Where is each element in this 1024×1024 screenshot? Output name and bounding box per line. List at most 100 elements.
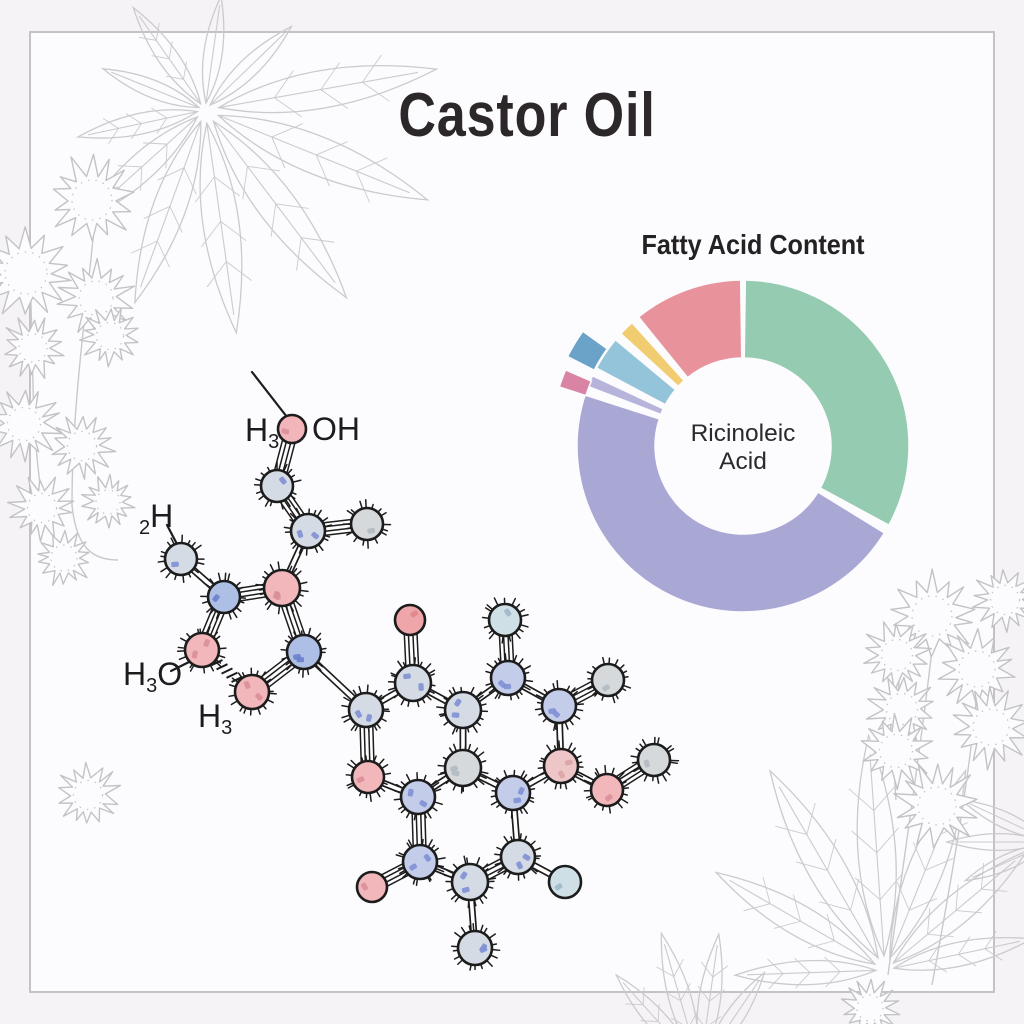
- leaf-midvein: [218, 114, 410, 194]
- atom-hair: [612, 695, 616, 704]
- atom-hair: [633, 767, 640, 773]
- atom-highlight: [450, 765, 459, 772]
- atom-hair: [412, 878, 416, 885]
- atom-hair: [553, 745, 557, 750]
- atom-hair: [289, 565, 293, 572]
- leaf-midvein: [87, 111, 198, 136]
- atom-highlight: [281, 428, 290, 435]
- atom-hair: [369, 793, 372, 803]
- atom-hair: [352, 689, 358, 696]
- atom-highlight: [255, 693, 263, 701]
- atom-hair: [287, 468, 293, 475]
- seed-pod-texture: [72, 779, 104, 811]
- atom-hair: [477, 778, 485, 785]
- atom-hair: [160, 550, 166, 554]
- atom-hair: [346, 509, 354, 516]
- seed-pod-texture: [66, 430, 98, 462]
- leaf-vein: [315, 154, 330, 187]
- atom-hair: [479, 774, 487, 780]
- atom-hair: [476, 857, 481, 866]
- atom-hair: [267, 699, 274, 704]
- atom-hair: [526, 776, 534, 783]
- seed-pod-texture: [958, 650, 996, 688]
- leaf-vein: [168, 41, 173, 59]
- leaf-vein: [984, 948, 1003, 961]
- leaf-vein: [201, 221, 222, 248]
- atom-hair: [243, 708, 247, 714]
- leaf-vein: [873, 785, 896, 811]
- atom-highlight: [516, 861, 523, 870]
- leaf-midvein: [968, 802, 1024, 830]
- seed-pod-illustration: [952, 686, 1024, 771]
- leaf-vein: [156, 240, 170, 268]
- castor-leaf-lobe: [132, 5, 202, 106]
- atom-hair: [522, 806, 529, 815]
- atom-hair: [530, 840, 536, 846]
- atom-hair: [519, 833, 522, 840]
- atom-hair: [280, 648, 287, 651]
- molecule-atom: [590, 662, 626, 698]
- atom-hair: [166, 541, 172, 547]
- seed-pod-illustration: [890, 568, 976, 658]
- leaf-vein: [226, 261, 252, 282]
- atom-hair: [307, 627, 312, 636]
- atom-hair: [260, 472, 265, 476]
- leaf-midvein: [705, 944, 718, 1024]
- leaf-vein: [130, 240, 158, 254]
- leaf-midvein: [218, 71, 419, 109]
- atom-hair: [405, 773, 411, 782]
- atom-hair: [497, 867, 505, 874]
- atom-hair: [487, 886, 494, 889]
- atom-hair: [295, 600, 302, 607]
- leaf-vein: [958, 954, 977, 967]
- atom-hair: [576, 755, 582, 759]
- atom-highlight: [602, 684, 611, 692]
- atom-hair: [350, 509, 356, 514]
- atom-hair: [263, 570, 269, 576]
- atom-hair: [497, 693, 502, 699]
- leaf-vein: [925, 858, 954, 871]
- atom-hair: [358, 791, 362, 797]
- atom-hair: [661, 773, 667, 782]
- atom-hair: [180, 637, 187, 643]
- leaf-vein: [794, 957, 811, 973]
- seed-pod-illustration: [58, 761, 122, 824]
- atom-hair: [380, 787, 386, 792]
- atom-hair: [213, 631, 219, 638]
- molecule-atom: [401, 843, 439, 881]
- atom-hair: [576, 773, 584, 778]
- atom-hair: [316, 509, 322, 517]
- atom-highlight: [360, 882, 369, 891]
- leaf-vein: [775, 825, 807, 835]
- seed-pod-texture: [856, 994, 884, 1022]
- leaf-vein: [689, 1010, 699, 1024]
- atom-hair: [241, 672, 245, 677]
- atom-highlight: [365, 714, 373, 722]
- seed-pod-illustration: [4, 317, 65, 379]
- leaf-midvein: [663, 944, 688, 1024]
- seed-pod-illustration: [7, 476, 75, 543]
- atom-hair: [256, 670, 259, 676]
- atom-hair: [525, 679, 534, 683]
- atom-hair: [473, 747, 479, 754]
- atom-hair: [262, 576, 267, 580]
- atom-hair: [415, 879, 419, 886]
- seed-pod-texture: [26, 492, 58, 524]
- atom-hair: [518, 690, 523, 696]
- atom-hair: [314, 546, 319, 553]
- atom-hair: [297, 668, 301, 674]
- leaf-vein: [981, 888, 1008, 892]
- atom-hair: [264, 600, 270, 606]
- leaf-vein: [143, 142, 168, 145]
- atom-hair: [496, 804, 501, 808]
- atom-hair: [383, 782, 388, 786]
- atom-highlight: [409, 863, 418, 871]
- atom-hair: [259, 592, 265, 596]
- seed-pod-texture: [917, 786, 957, 826]
- atom-hair: [510, 836, 513, 841]
- leaf-vein: [206, 261, 227, 288]
- castor-leaf-lobe: [201, 0, 225, 105]
- molecule-atom: [487, 602, 523, 638]
- leaf-vein: [928, 960, 948, 973]
